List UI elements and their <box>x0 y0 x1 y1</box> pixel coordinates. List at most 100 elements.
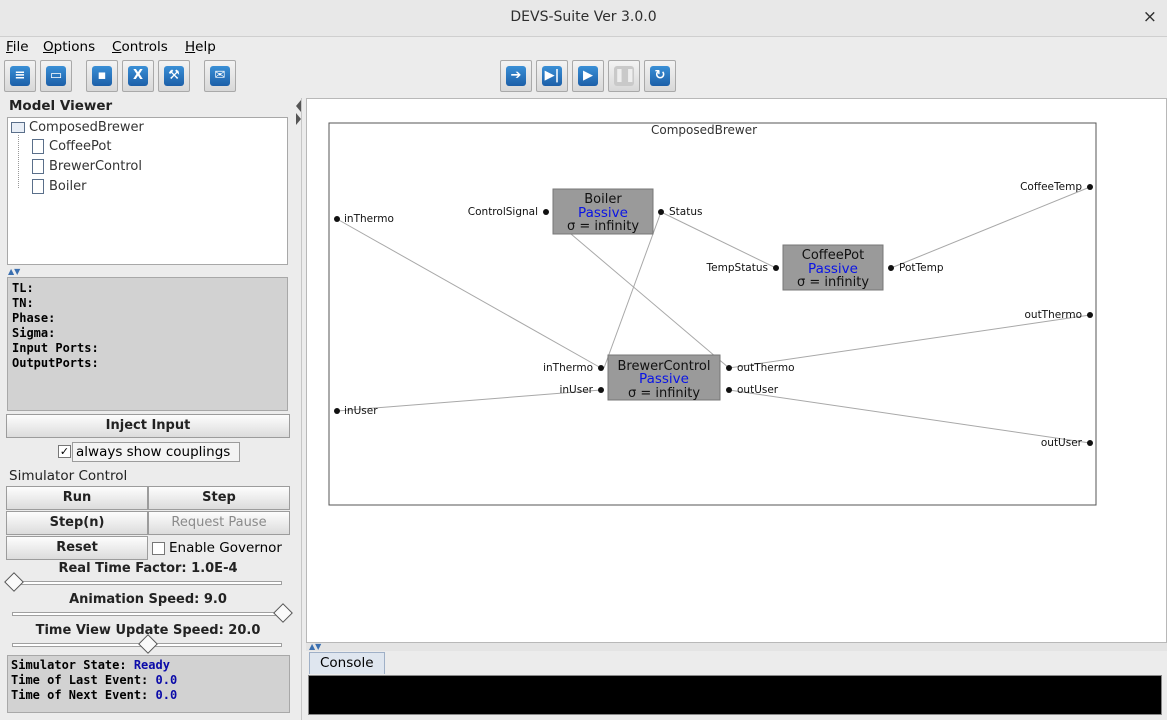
new-document-button[interactable]: ≡ <box>4 60 36 92</box>
window-title: DEVS-Suite Ver 3.0.0 <box>510 9 657 25</box>
model-coffeepot-sigma: σ = infinity <box>797 275 869 290</box>
file-icon <box>32 139 44 154</box>
expand-right-icon[interactable] <box>296 113 301 125</box>
model-boiler-sigma: σ = infinity <box>567 219 639 234</box>
model-viewer-label: Model Viewer <box>9 98 113 114</box>
play-icon: ▶ <box>578 66 598 86</box>
request-pause-button[interactable]: Request Pause <box>148 511 290 535</box>
inject-input-button[interactable]: Inject Input <box>6 414 290 438</box>
chat-icon: ✉ <box>210 66 230 86</box>
canvas-console-splitter[interactable]: ▲▼ <box>306 642 1167 651</box>
composed-model-title: ComposedBrewer <box>651 123 757 137</box>
port-dot-pottemp <box>888 265 894 271</box>
settings-button[interactable]: ⚒ <box>158 60 190 92</box>
port-dot-bc-inuser <box>598 387 604 393</box>
port-dots <box>334 184 1093 446</box>
close-icon[interactable]: × <box>1142 7 1157 27</box>
model-canvas[interactable]: ComposedBrewer Boiler Passive σ = infini… <box>306 98 1167 643</box>
port-dot-controlsignal <box>543 209 549 215</box>
coupling-status-tempstatus <box>660 211 777 269</box>
coupling-inthermo-bc <box>336 218 602 369</box>
next-event-value: 0.0 <box>155 688 178 702</box>
port-bc-outuser: outUser <box>737 384 779 396</box>
enable-governor-label: Enable Governor <box>169 540 282 556</box>
console-chat-button[interactable]: ✉ <box>204 60 236 92</box>
split-arrows-icon[interactable]: ▲▼ <box>309 642 322 651</box>
open-folder-button[interactable]: ▭ <box>40 60 72 92</box>
port-dot-coffeetemp <box>1087 184 1093 190</box>
port-dot-inuser <box>334 408 340 414</box>
save-icon: ▪ <box>92 66 112 86</box>
reset-button-toolbar[interactable]: ↻ <box>644 60 676 92</box>
port-dot-bc-outthermo <box>726 365 732 371</box>
folder-icon <box>11 122 25 133</box>
pause-button-toolbar[interactable]: ❚❚ <box>608 60 640 92</box>
reset-icon: ↻ <box>650 66 670 86</box>
run-button-toolbar[interactable]: ▶ <box>572 60 604 92</box>
model-coffeepot-box <box>782 244 884 291</box>
collapse-left-icon[interactable] <box>296 100 301 112</box>
reset-button[interactable]: Reset <box>6 536 148 560</box>
step-button-toolbar[interactable]: ➔ <box>500 60 532 92</box>
split-arrows-icon[interactable]: ▲▼ <box>8 267 21 276</box>
animation-speed-slider[interactable] <box>12 612 282 616</box>
tree-node-coffeepot[interactable]: CoffeePot <box>32 139 111 154</box>
model-tree[interactable]: ComposedBrewer CoffeePot BrewerControl B… <box>7 117 288 265</box>
step-to-end-icon: ▶| <box>542 66 562 86</box>
prop-tn: TN: <box>12 296 34 310</box>
model-coffeepot-name: CoffeePot <box>802 248 864 263</box>
port-coffeetemp: CoffeeTemp <box>1020 181 1082 193</box>
save-button[interactable]: ▪ <box>86 60 118 92</box>
port-dot-status <box>658 209 664 215</box>
menu-controls[interactable]: Controls <box>112 39 168 55</box>
pause-icon: ❚❚ <box>614 66 636 86</box>
always-show-couplings-label[interactable]: always show couplings <box>72 442 240 462</box>
model-brewercontrol-box <box>607 354 721 401</box>
coupling-inuser-bc <box>336 389 602 412</box>
animation-speed-label: Animation Speed: 9.0 <box>69 592 227 607</box>
wrench-icon: ⚒ <box>164 66 184 86</box>
step-n-button-toolbar[interactable]: ▶| <box>536 60 568 92</box>
console-output[interactable] <box>308 675 1162 715</box>
tree-node-brewercontrol[interactable]: BrewerControl <box>32 159 142 174</box>
port-bc-inuser: inUser <box>559 384 593 396</box>
step-button[interactable]: Step <box>148 486 290 510</box>
excel-icon: X <box>128 66 148 86</box>
model-brewercontrol-phase: Passive <box>639 371 689 387</box>
real-time-factor-slider[interactable] <box>12 581 282 585</box>
tree-node-boiler[interactable]: Boiler <box>32 179 86 194</box>
simulator-state-value: Ready <box>133 658 170 672</box>
model-coffeepot-phase: Passive <box>808 261 858 277</box>
last-event-row: Time of Last Event: 0.0 <box>11 673 178 687</box>
tree-node-composedbrewer[interactable]: ComposedBrewer <box>29 120 144 135</box>
run-button[interactable]: Run <box>6 486 148 510</box>
tab-console[interactable]: Console <box>309 652 385 674</box>
coupling-outthermo <box>728 314 1091 369</box>
folder-icon: ▭ <box>46 66 66 86</box>
port-pottemp: PotTemp <box>899 262 944 274</box>
step-n-button[interactable]: Step(n) <box>6 511 148 535</box>
simulator-state-panel: Simulator State: Ready Time of Last Even… <box>7 655 290 713</box>
port-bc-inthermo: inThermo <box>543 362 593 374</box>
model-brewercontrol-sigma: σ = infinity <box>628 386 700 401</box>
model-properties-panel: TL: TN: Phase: Sigma: Input Ports: Outpu… <box>7 277 288 411</box>
menu-options[interactable]: Options <box>43 39 96 55</box>
menu-help[interactable]: Help <box>185 39 216 55</box>
port-dot-tempstatus <box>773 265 779 271</box>
enable-governor-checkbox[interactable] <box>152 542 165 555</box>
model-boiler-name: Boiler <box>584 192 622 207</box>
coupling-outuser <box>728 389 1091 444</box>
export-excel-button[interactable]: X <box>122 60 154 92</box>
next-event-row: Time of Next Event: 0.0 <box>11 688 178 702</box>
composed-model-frame <box>328 122 1097 506</box>
port-dot-bc-outuser <box>726 387 732 393</box>
port-dot-inthermo <box>334 216 340 222</box>
prop-phase: Phase: <box>12 311 56 325</box>
port-outthermo: outThermo <box>1024 309 1082 321</box>
prop-tl: TL: <box>12 281 34 295</box>
always-show-couplings-checkbox[interactable]: ✓ <box>58 445 71 458</box>
menu-file[interactable]: File <box>6 39 29 55</box>
port-inthermo: inThermo <box>344 213 394 225</box>
coupling-lines <box>336 186 1091 444</box>
time-view-update-speed-label: Time View Update Speed: 20.0 <box>35 623 261 638</box>
